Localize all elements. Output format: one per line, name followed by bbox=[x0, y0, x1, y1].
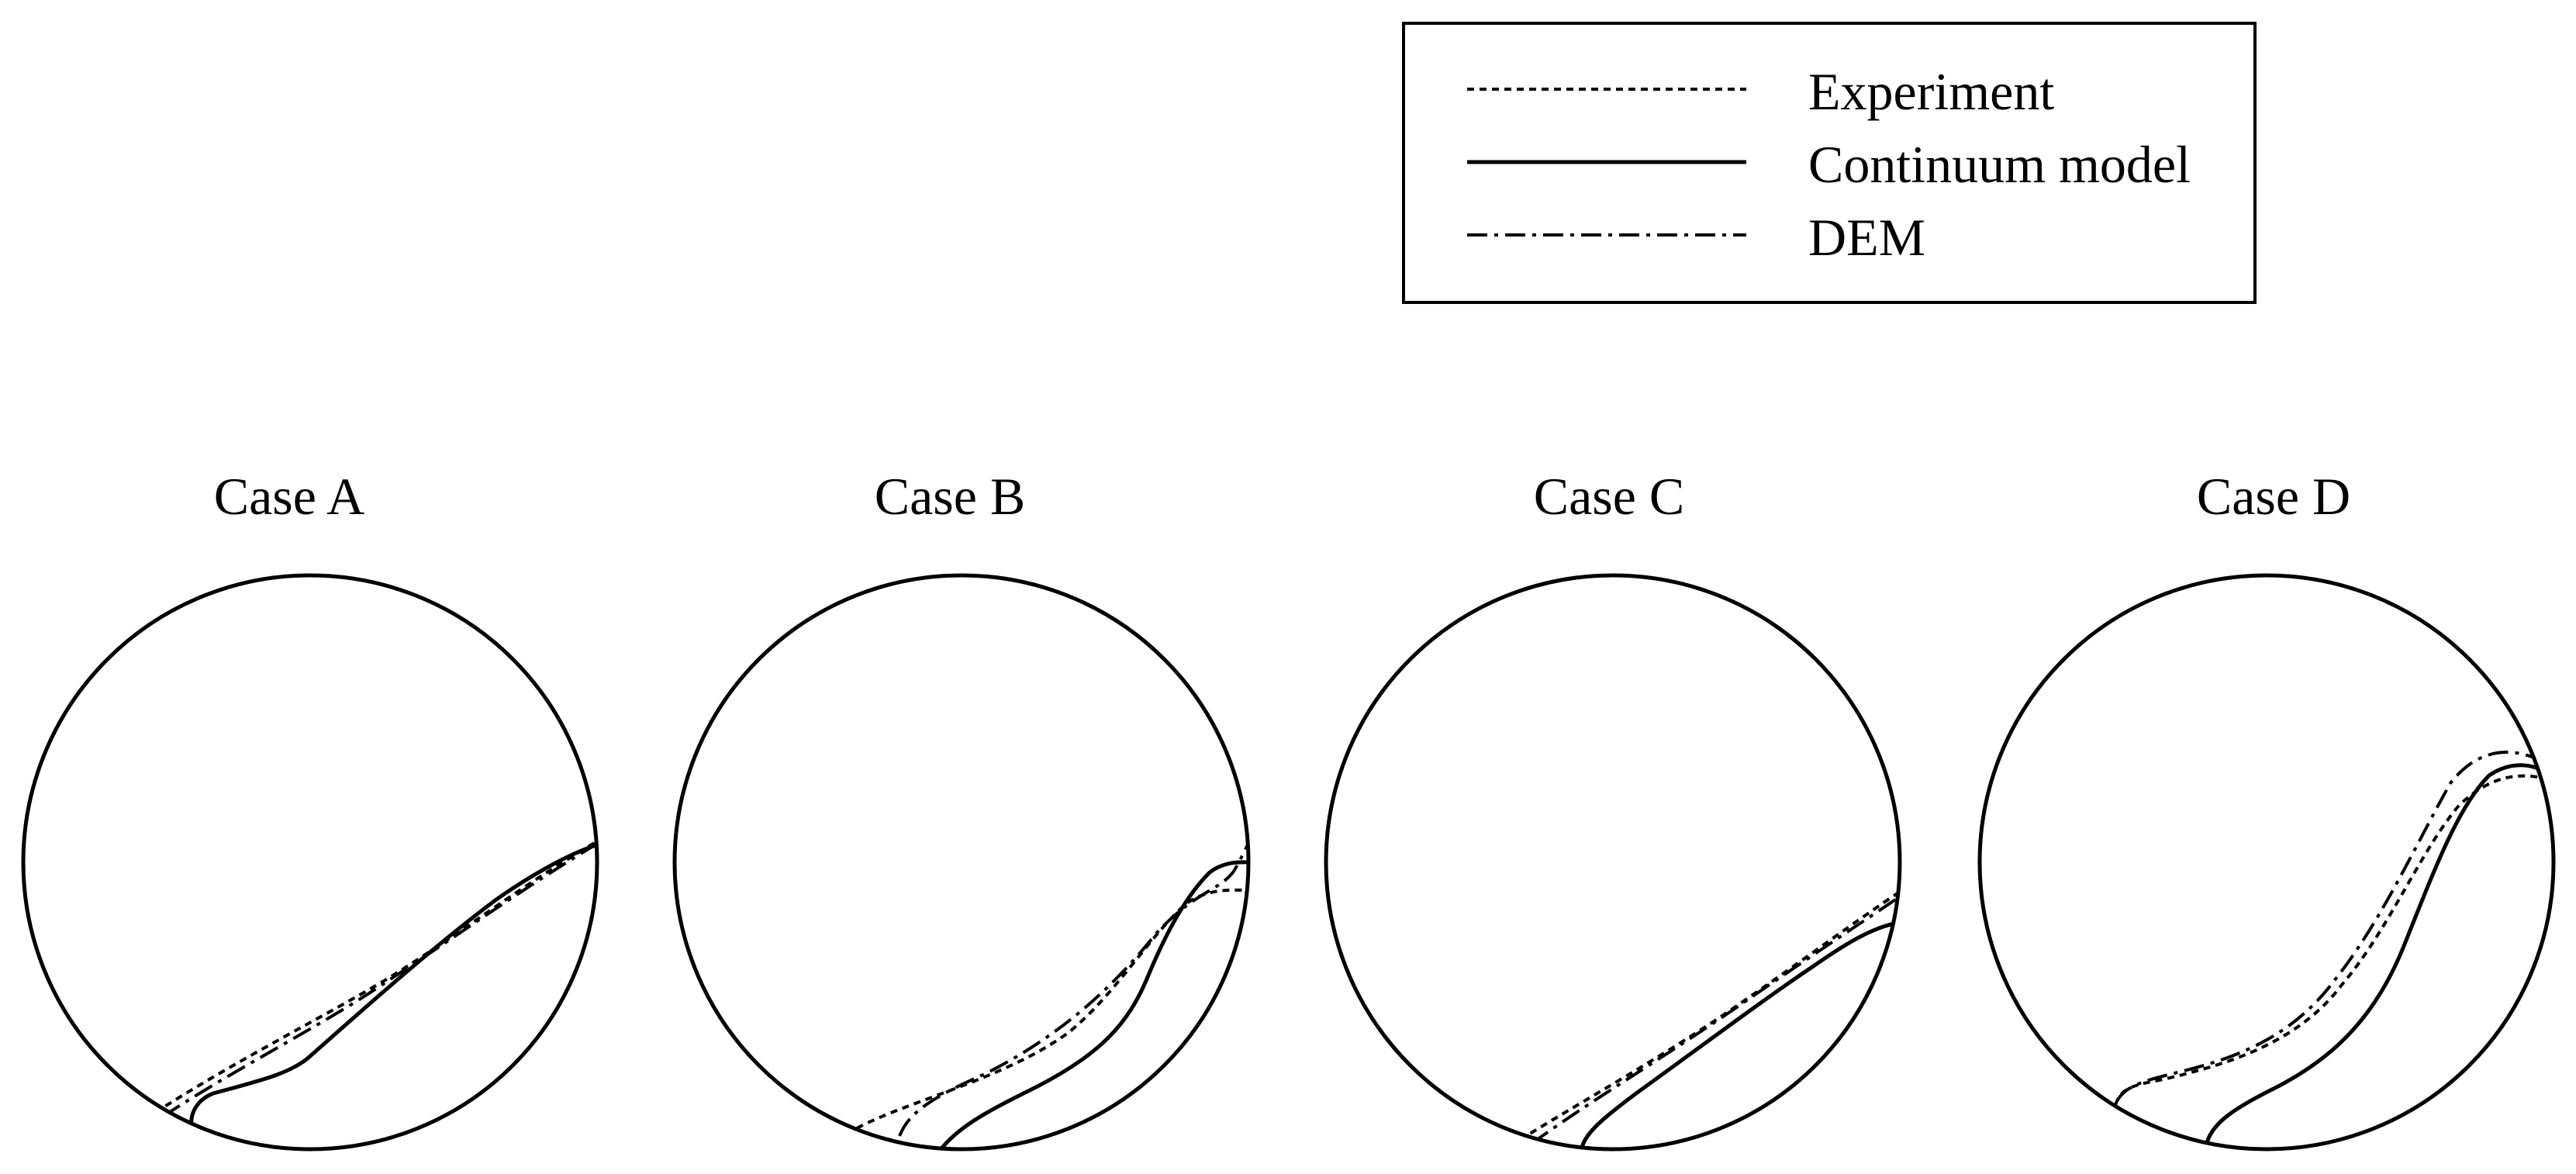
drum-outline bbox=[672, 573, 1251, 1152]
legend-item-dem: DEM bbox=[1405, 200, 2253, 270]
continuum-profile bbox=[1580, 920, 1899, 1148]
case-title-d: Case D bbox=[2196, 467, 2351, 526]
experiment-profile bbox=[856, 888, 1248, 1130]
solid-line-sample bbox=[1467, 160, 1746, 164]
dem-profile bbox=[898, 840, 1248, 1137]
dashdot-line-sample bbox=[1467, 233, 1746, 237]
case-a-panel bbox=[21, 573, 599, 1152]
legend-label: Experiment bbox=[1808, 62, 2055, 121]
continuum-profile bbox=[2204, 763, 2551, 1147]
continuum-profile bbox=[189, 841, 597, 1129]
experiment-profile bbox=[154, 840, 597, 1114]
legend-item-experiment: Experiment bbox=[1405, 54, 2253, 124]
legend-label: DEM bbox=[1808, 208, 1926, 267]
case-c-panel bbox=[1324, 573, 1902, 1152]
dem-profile bbox=[2115, 751, 2548, 1103]
case-title-a: Case A bbox=[213, 467, 365, 526]
case-d-panel bbox=[1977, 573, 2556, 1152]
drum-outline bbox=[21, 573, 599, 1152]
continuum-profile bbox=[941, 860, 1248, 1149]
dem-profile bbox=[1530, 894, 1900, 1145]
drum-outline bbox=[1977, 573, 2556, 1152]
legend: Experiment Continuum model DEM bbox=[1402, 22, 2257, 304]
case-title-b: Case B bbox=[874, 467, 1026, 526]
case-title-c: Case C bbox=[1533, 467, 1685, 526]
dotted-line-sample bbox=[1467, 88, 1746, 91]
drum-outline bbox=[1324, 573, 1902, 1152]
case-b-panel bbox=[672, 573, 1251, 1152]
experiment-profile bbox=[2114, 774, 2548, 1106]
legend-label: Continuum model bbox=[1808, 135, 2191, 194]
experiment-profile bbox=[1518, 890, 1900, 1141]
legend-item-continuum-model: Continuum model bbox=[1405, 127, 2253, 197]
dem-profile bbox=[161, 842, 597, 1118]
